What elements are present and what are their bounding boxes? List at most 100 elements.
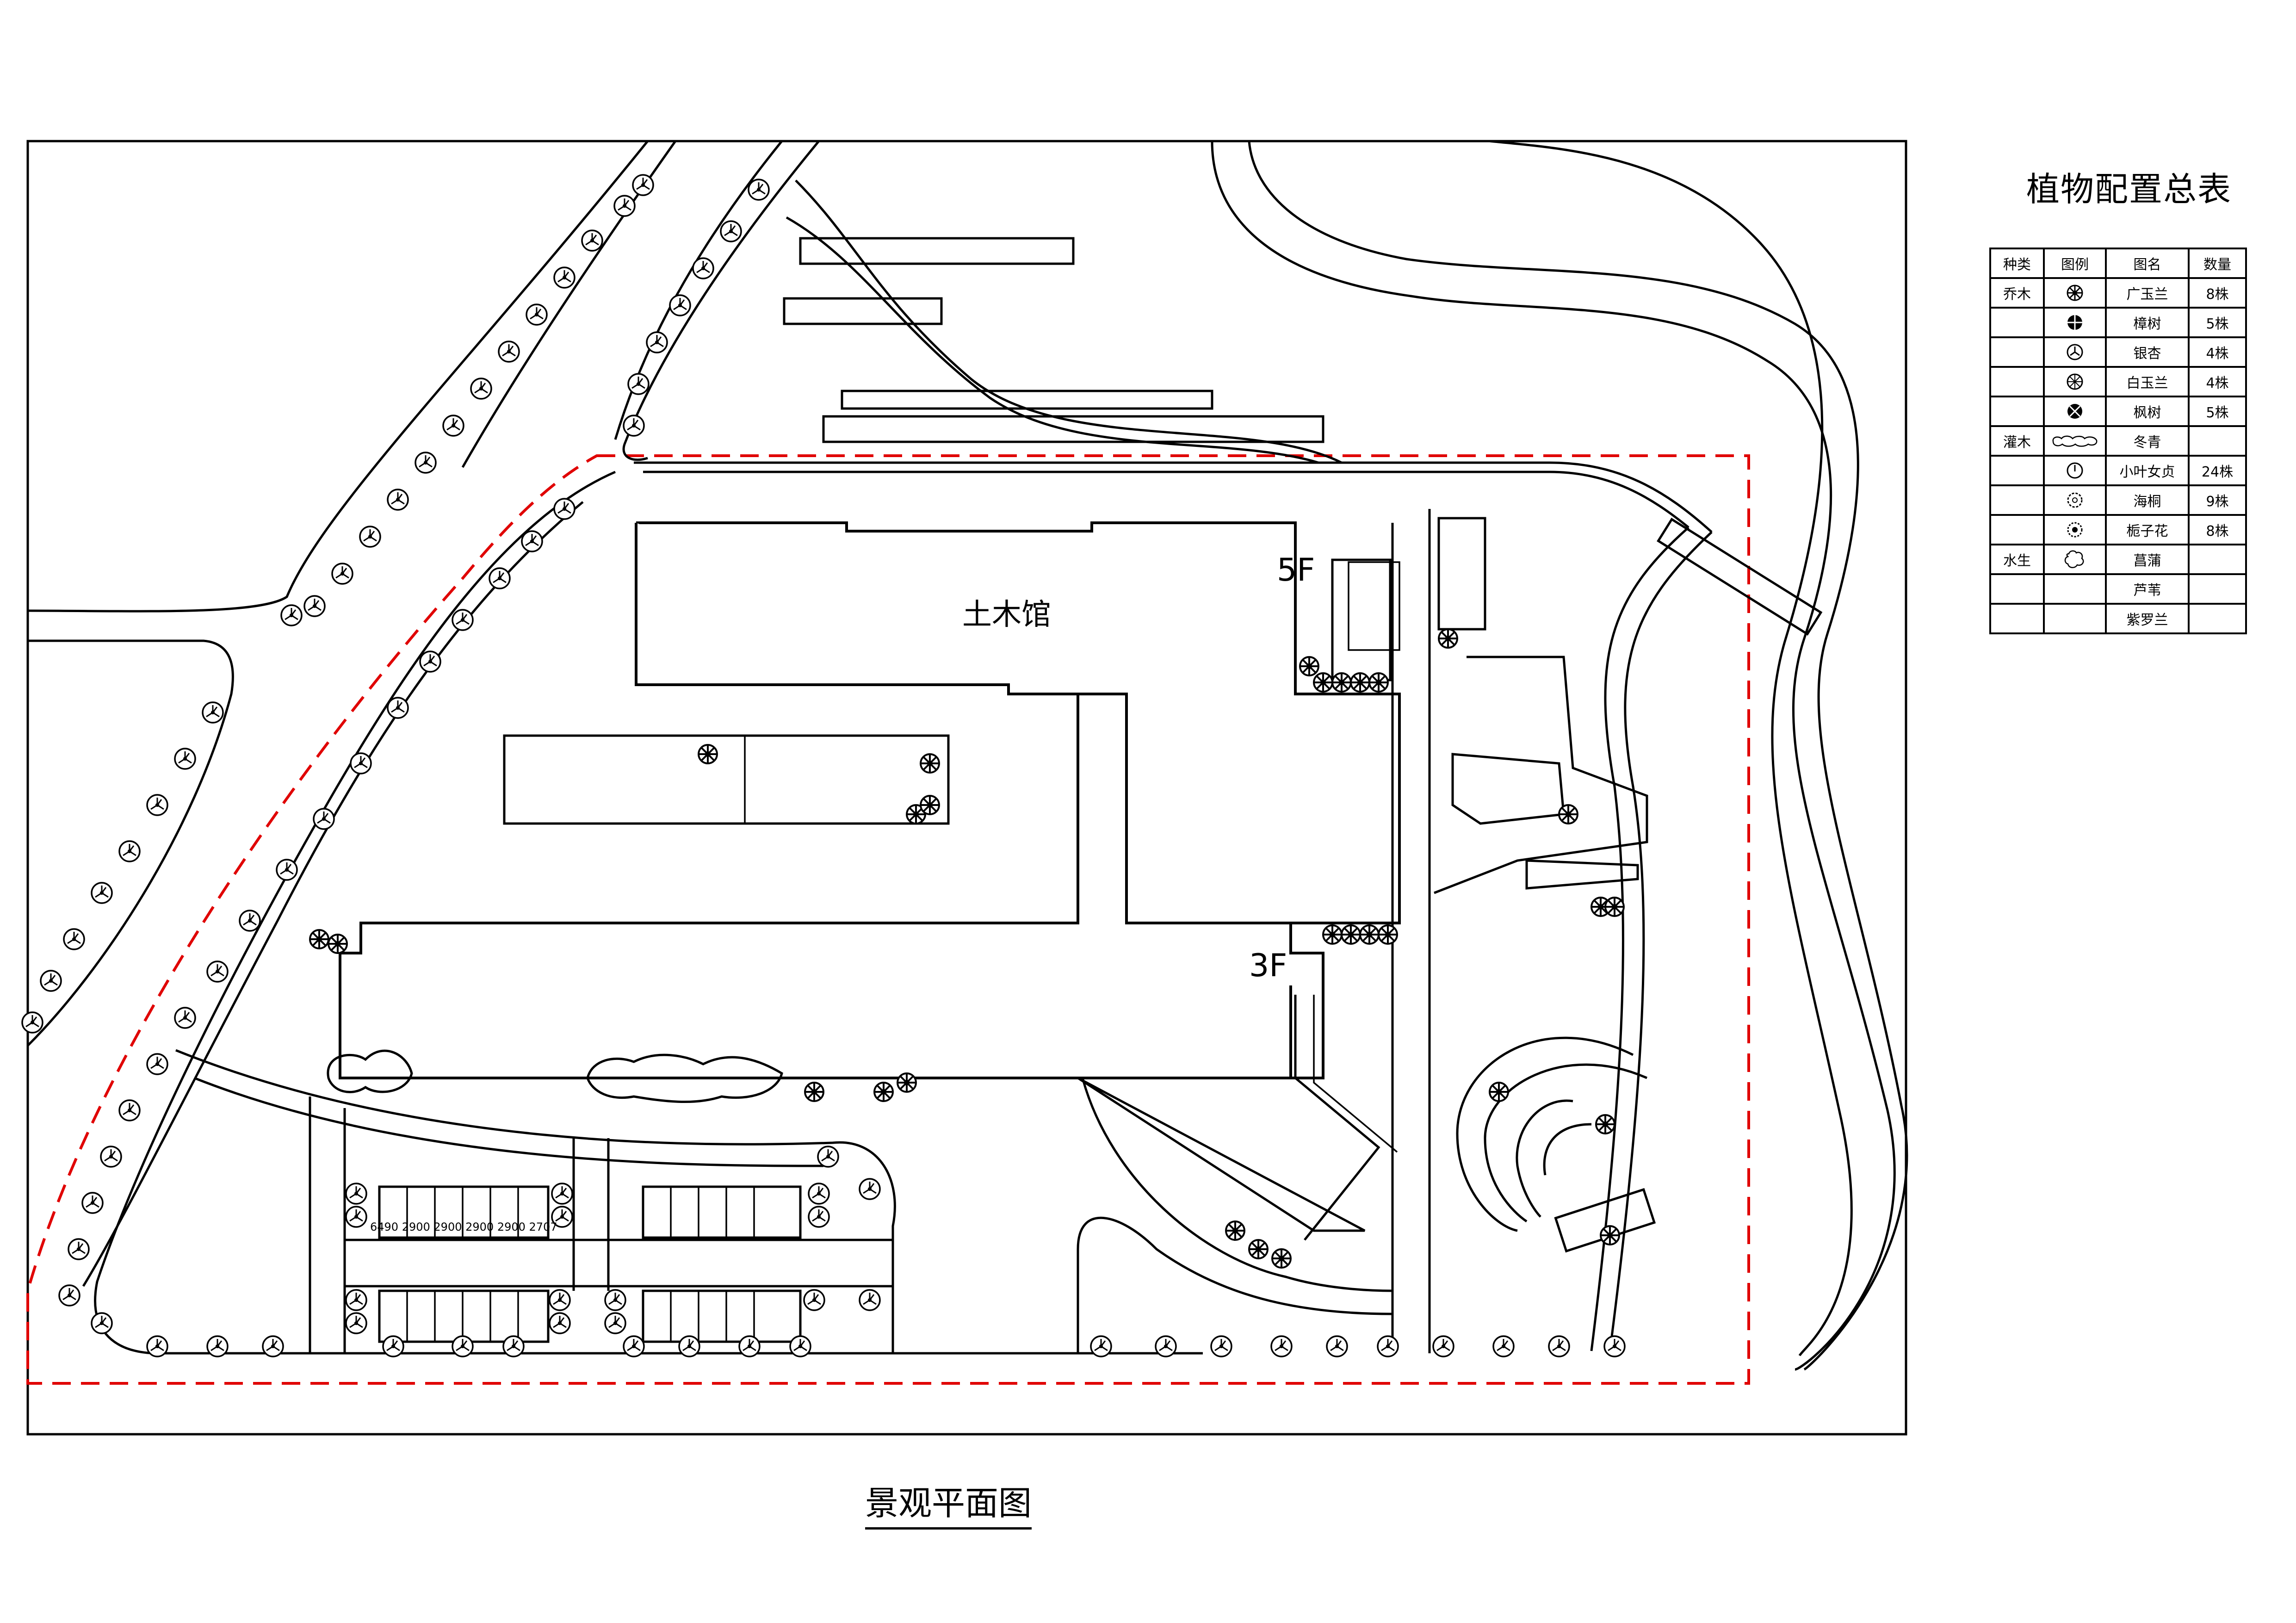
legend-title: 植物配置总表	[2026, 170, 2232, 209]
table-row: 芦苇	[1989, 573, 2247, 605]
row-name: 芦苇	[2105, 573, 2190, 605]
building-name-label: 土木馆	[962, 598, 1051, 632]
shrub-dongqing-icon	[2043, 425, 2107, 457]
row-category	[1989, 396, 2045, 427]
header-symbol: 图例	[2043, 248, 2107, 279]
amphitheatre-ring	[1516, 1099, 1592, 1218]
parking-block-ne	[642, 1185, 802, 1239]
hedge-south-2	[586, 1053, 783, 1103]
row-qty: 24株	[2188, 455, 2247, 486]
building-wing-north	[635, 523, 1078, 695]
east-road-mid	[1489, 140, 1853, 1357]
tree-fengshu-icon	[2043, 396, 2107, 427]
tree-baiyulan-icon	[2043, 366, 2107, 397]
parking-stalls	[406, 1187, 755, 1342]
row-qty	[2188, 544, 2247, 575]
row-name: 菖蒲	[2105, 544, 2190, 575]
header-name: 图名	[2105, 248, 2190, 279]
main-road-curve-a	[94, 471, 1203, 1355]
floor-3f-label: 3F	[1249, 948, 1287, 984]
table-row: 栀子花 8株	[1989, 514, 2247, 545]
row-name: 白玉兰	[2105, 366, 2190, 397]
table-row: 小叶女贞 24株	[1989, 455, 2247, 486]
row-name: 紫罗兰	[2105, 603, 2190, 634]
plant-schedule-table: 种类 图例 图名 数量 乔木 广玉兰 8株 樟树 5株 银杏 4株 白玉兰	[1989, 248, 2247, 634]
parking-block-nw	[378, 1185, 550, 1239]
drawing-frame	[26, 140, 1907, 1436]
shrub-zhizihua-icon	[2043, 514, 2107, 545]
north-bar-3	[841, 390, 1213, 410]
parking-block-se	[642, 1289, 802, 1343]
parking-dimension-label: 6490 2900 2900 2900 2900 2707	[370, 1220, 557, 1233]
table-row: 紫罗兰	[1989, 603, 2247, 634]
row-qty: 5株	[2188, 396, 2247, 427]
south-garden-arc	[175, 1049, 896, 1353]
row-category	[1989, 307, 2045, 338]
tree-guangyulan-icon	[2043, 277, 2107, 309]
row-category	[1989, 336, 2045, 368]
row-category	[1989, 573, 2045, 605]
row-category	[1989, 514, 2045, 545]
stair-column-east	[1437, 517, 1486, 631]
amphitheatre-outer	[1456, 1036, 1634, 1232]
row-category: 灌木	[1989, 425, 2045, 457]
east-path-2	[1590, 527, 1690, 1351]
row-category	[1989, 484, 2045, 516]
row-qty: 8株	[2188, 514, 2247, 545]
row-symbol-empty	[2043, 603, 2107, 634]
tree-zhangshu-icon	[2043, 307, 2107, 338]
row-name: 枫树	[2105, 396, 2190, 427]
table-row: 樟树 5株	[1989, 307, 2247, 338]
courtyard-garden	[503, 734, 950, 825]
building-wing-south	[1078, 985, 1292, 1079]
row-qty	[2188, 425, 2247, 457]
aquatic-changpu-icon	[2043, 544, 2107, 575]
cross-road	[27, 639, 234, 1047]
row-category: 水生	[1989, 544, 2045, 575]
row-name: 小叶女贞	[2105, 455, 2190, 486]
bridge-ramp	[1657, 517, 1823, 636]
table-row: 海桐 9株	[1989, 484, 2247, 516]
courtyard-garden-inner	[744, 735, 949, 824]
tower-5f-block	[1331, 558, 1392, 681]
building-ramp-2	[1313, 995, 1398, 1153]
table-row: 灌木 冬青	[1989, 425, 2247, 457]
wave-path-b	[786, 216, 1319, 464]
east-road-inner	[1248, 141, 1908, 1371]
building-ramp	[1294, 995, 1380, 1241]
stair-column-east-2	[1348, 561, 1400, 651]
row-symbol-empty	[2043, 573, 2107, 605]
south-garden-arc-2	[194, 1077, 824, 1167]
north-bar-2	[783, 297, 943, 325]
shrub-haitong-icon	[2043, 484, 2107, 516]
east-path	[1609, 531, 1713, 1351]
row-qty: 8株	[2188, 277, 2247, 309]
south-entrance	[1077, 1077, 1366, 1232]
header-qty: 数量	[2188, 248, 2247, 279]
row-qty	[2188, 573, 2247, 605]
row-name: 广玉兰	[2105, 277, 2190, 309]
hedge-south-1	[327, 1049, 413, 1093]
row-category: 乔木	[1989, 277, 2045, 309]
row-category	[1989, 603, 2045, 634]
row-name: 冬青	[2105, 425, 2190, 457]
amphitheatre-inner	[1484, 1063, 1648, 1223]
tree-xiaoyenvzhen-icon	[2043, 455, 2107, 486]
row-name: 栀子花	[2105, 514, 2190, 545]
row-qty: 4株	[2188, 336, 2247, 368]
avenue-inner	[622, 140, 820, 461]
avenue-left-edge	[27, 140, 649, 613]
row-name: 樟树	[2105, 307, 2190, 338]
main-road-outer	[634, 461, 1713, 533]
site-boundary	[26, 454, 1750, 1385]
east-road-outer	[1211, 141, 1896, 1371]
table-header-row: 种类 图例 图名 数量	[1989, 248, 2247, 279]
row-category	[1989, 455, 2045, 486]
table-row: 乔木 广玉兰 8株	[1989, 277, 2247, 309]
main-road-curve-b	[82, 501, 584, 1287]
plaza-curve-2	[1077, 1217, 1393, 1353]
main-road-inner	[643, 471, 1690, 528]
row-qty: 4株	[2188, 366, 2247, 397]
wave-path-a	[795, 180, 1343, 464]
